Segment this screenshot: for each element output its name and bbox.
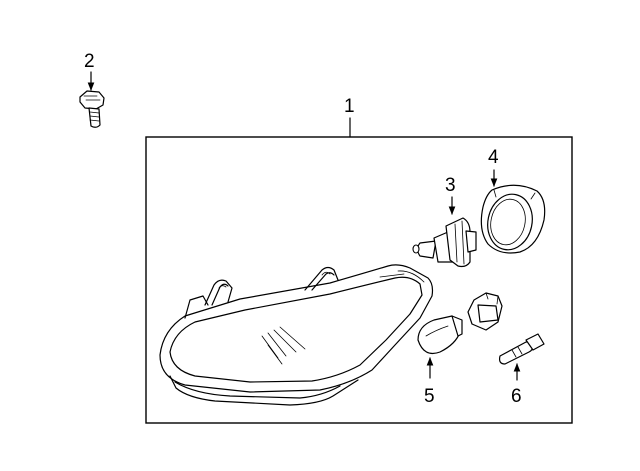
- callout-6: 6: [511, 386, 522, 407]
- assembly-frame: [145, 136, 573, 424]
- flange-bolt-icon: [79, 90, 105, 128]
- callout-3: 3: [445, 175, 456, 196]
- callout-5: 5: [424, 386, 435, 407]
- wedge-bulb-icon: [417, 315, 463, 355]
- callout-1: 1: [344, 96, 355, 117]
- callout-2: 2: [84, 51, 95, 72]
- bulb-socket-icon: [467, 292, 503, 331]
- headlamp-assembly-icon: [159, 264, 434, 406]
- headlamp-bulb-icon: [412, 217, 477, 268]
- side-marker-bulb-icon: [498, 333, 545, 365]
- bulb-cover-cap-icon: [480, 184, 546, 254]
- callout-4: 4: [488, 147, 499, 168]
